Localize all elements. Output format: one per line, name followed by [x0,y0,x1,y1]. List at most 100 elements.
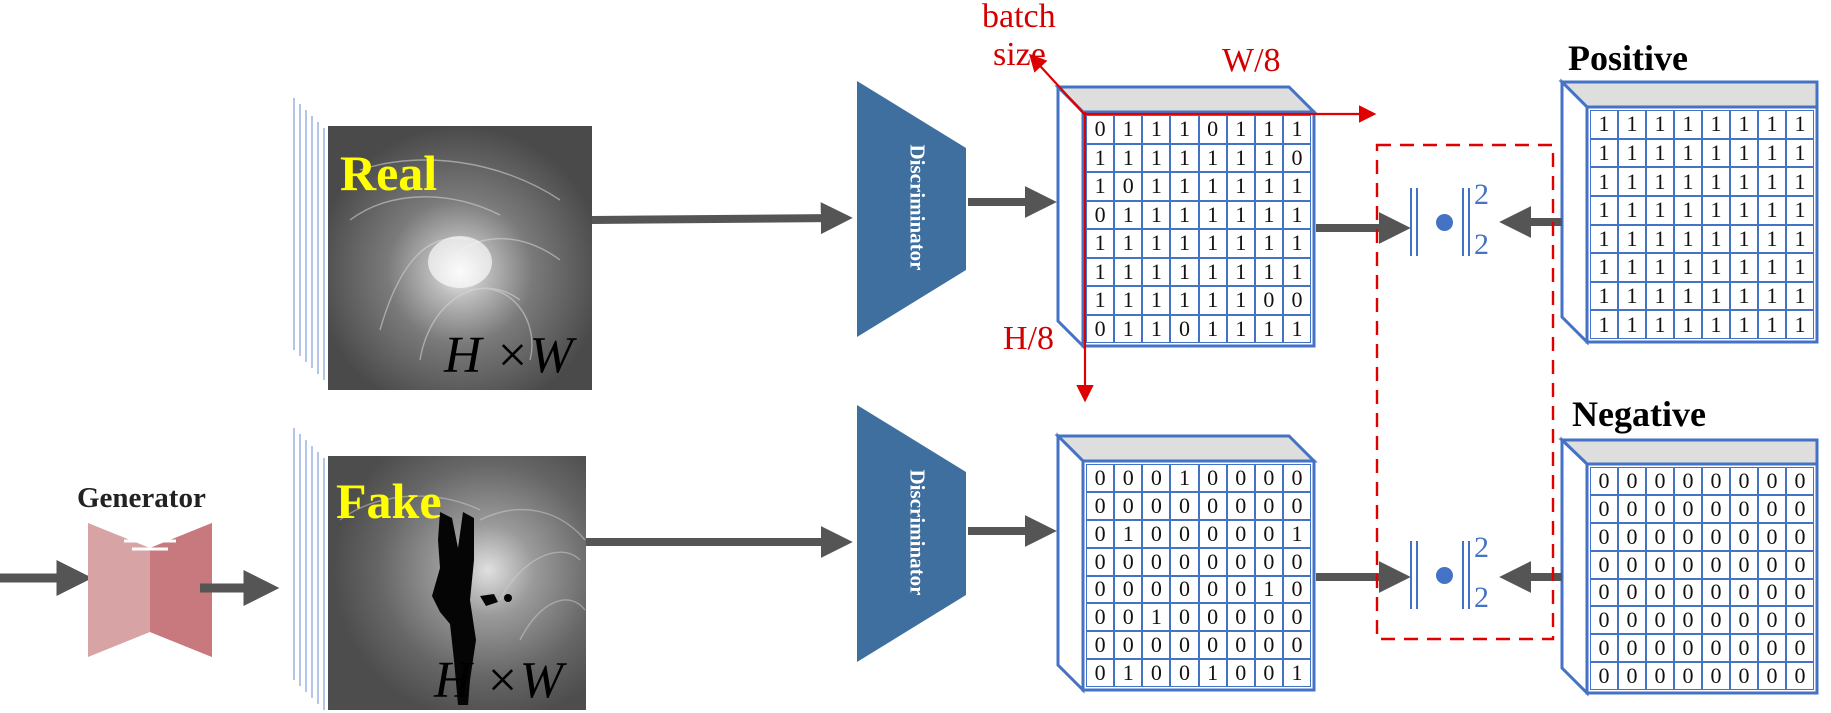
real-output-cell: 1 [1142,115,1171,144]
positive-cell: 1 [1646,195,1674,225]
fake-output-cell: 0 [1086,575,1115,604]
negative-cell: 0 [1730,662,1758,690]
real-output-cell: 1 [1198,229,1227,258]
negative-cell: 0 [1646,578,1674,607]
positive-cell: 1 [1674,110,1702,139]
positive-cell: 1 [1786,110,1814,139]
norm-top-sub: 2 [1474,228,1489,261]
negative-cell: 0 [1730,606,1758,635]
positive-side-face [1560,78,1589,346]
real-output-cell: 1 [1170,172,1199,201]
negative-cell: 0 [1590,662,1618,690]
negative-cell: 0 [1618,606,1646,635]
fake-output-cell: 0 [1086,603,1115,632]
positive-cell: 1 [1618,310,1646,339]
fake-output-cell: 0 [1282,547,1311,576]
real-output-cell: 1 [1170,286,1199,315]
real-output-cell: 1 [1114,115,1143,144]
norm-bottom-sup: 2 [1474,531,1489,564]
fake-output-cell: 0 [1114,547,1143,576]
real-output-cell: 1 [1086,143,1115,172]
negative-cell: 0 [1758,550,1786,579]
fake-output-cell: 0 [1226,547,1255,576]
negative-cell: 0 [1646,662,1674,690]
fake-output-cell: 0 [1226,603,1255,632]
positive-cell: 1 [1758,281,1786,311]
positive-cell: 1 [1786,224,1814,254]
real-output-cell: 1 [1226,200,1255,229]
positive-cell: 1 [1758,138,1786,168]
real-output-cell: 1 [1114,143,1143,172]
positive-cell: 1 [1702,195,1730,225]
fake-output-cell: 0 [1142,547,1171,576]
fake-output-cell: 1 [1114,659,1143,687]
negative-top-face [1558,438,1819,466]
fake-output-cell: 1 [1282,659,1311,687]
fake-output-cell: 0 [1198,631,1227,660]
positive-cell: 1 [1646,167,1674,196]
fake-output-cell: 0 [1086,464,1115,492]
real-label: Real [340,145,438,201]
positive-cell: 1 [1786,281,1814,311]
positive-cell: 1 [1590,110,1618,139]
fake-output-cell: 0 [1198,547,1227,576]
fake-image-stack [293,428,325,710]
real-solar-image [328,126,592,390]
fake-output-cell: 1 [1114,519,1143,548]
norm-top-left-bars [1410,188,1418,256]
real-output-cell: 0 [1198,115,1227,144]
negative-cell: 0 [1618,522,1646,551]
fake-solar-image [328,456,586,710]
real-output-cell: 1 [1142,200,1171,229]
negative-cell: 0 [1674,578,1702,607]
positive-cell: 1 [1590,167,1618,196]
loss-dashed-box [1375,143,1555,641]
positive-cell: 1 [1702,253,1730,282]
real-output-cell: 0 [1114,172,1143,201]
real-output-cell: 1 [1170,257,1199,286]
negative-cell: 0 [1674,494,1702,523]
real-output-cell: 1 [1114,229,1143,258]
real-output-side-face [1056,83,1085,350]
positive-cell: 1 [1730,224,1758,254]
positive-cell: 1 [1590,281,1618,311]
fake-output-cell: 0 [1226,631,1255,660]
negative-title: Negative [1572,394,1706,434]
norm-bottom-sub: 2 [1474,581,1489,614]
fake-output-cell: 0 [1170,603,1199,632]
negative-cell: 0 [1618,578,1646,607]
red-axes [1029,53,1377,403]
negative-cell: 0 [1646,522,1674,551]
real-output-cell: 1 [1254,200,1283,229]
positive-cell: 1 [1618,253,1646,282]
fake-output-cell: 0 [1198,464,1227,492]
negative-cell: 0 [1702,606,1730,635]
positive-cell: 1 [1646,138,1674,168]
fake-output-cell: 0 [1198,575,1227,604]
negative-cell: 0 [1590,578,1618,607]
positive-cell: 1 [1786,195,1814,225]
norm-bottom-dot [1436,567,1453,584]
fake-output-cell: 0 [1254,603,1283,632]
positive-cell: 1 [1758,195,1786,225]
negative-cell: 0 [1618,634,1646,663]
fake-output-side-face [1056,432,1085,694]
positive-cell: 1 [1730,167,1758,196]
negative-cell: 0 [1758,578,1786,607]
fake-output-cell: 0 [1198,519,1227,548]
fake-output-cell: 1 [1198,659,1227,687]
positive-cell: 1 [1786,310,1814,339]
real-output-cell: 1 [1254,257,1283,286]
positive-cell: 1 [1646,310,1674,339]
real-output-cell: 1 [1254,229,1283,258]
real-output-cell: 1 [1198,314,1227,343]
negative-cell: 0 [1730,522,1758,551]
fake-output-cell: 0 [1282,631,1311,660]
real-output-cell: 1 [1142,143,1171,172]
positive-cell: 1 [1618,224,1646,254]
positive-cell: 1 [1730,253,1758,282]
real-output-cell: 1 [1282,229,1311,258]
generator-label: Generator [77,482,206,514]
fake-output-cell: 0 [1114,603,1143,632]
